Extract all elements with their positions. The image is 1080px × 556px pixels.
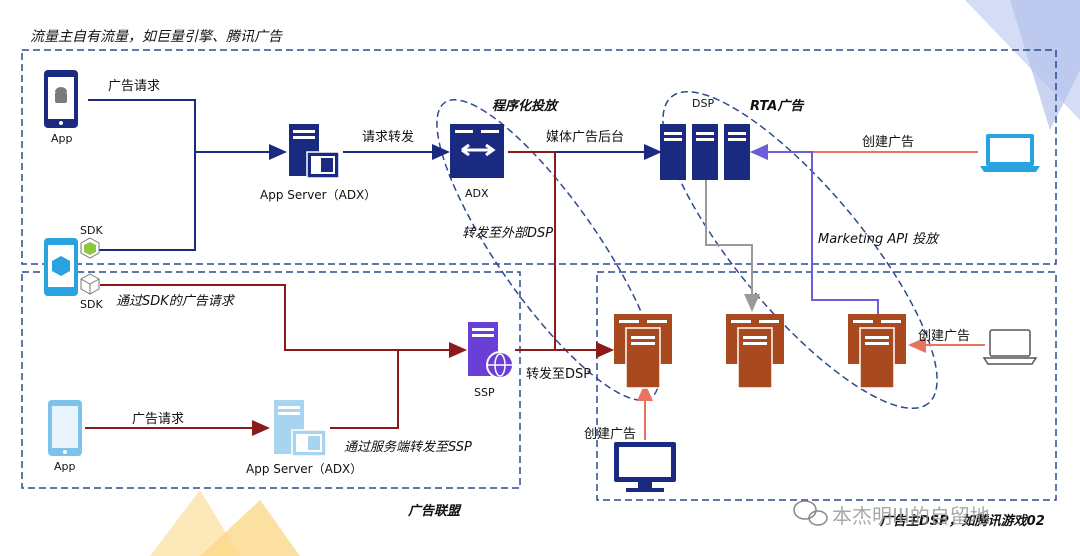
- edge-server-forward-ssp: 通过服务端转发至SSP: [344, 440, 472, 455]
- sdk-phone-icon: [44, 238, 78, 296]
- edge-via-sdk-request: 通过SDK的广告请求: [116, 294, 234, 309]
- sdk-cube-icon-top: [80, 237, 100, 259]
- ad-network-title: 广告联盟: [408, 504, 461, 519]
- adx-label: ADX: [465, 187, 489, 200]
- wechat-logo-icon: [793, 500, 828, 526]
- app-server-top-label: App Server（ADX）: [260, 188, 377, 202]
- adx-server-icon: [450, 124, 504, 178]
- app-top-label: App: [51, 132, 73, 145]
- ssp-label: SSP: [474, 386, 495, 399]
- dsp-server-icon: [660, 124, 750, 180]
- app-bottom-label: App: [54, 460, 76, 473]
- tablet-icon: [48, 400, 82, 456]
- edge-ad-request-top: 广告请求: [108, 79, 161, 94]
- app-server-icon-bottom: [274, 400, 327, 457]
- ad-network-box: [21, 271, 521, 489]
- edge-forward-external-dsp: 转发至外部DSP: [462, 226, 554, 241]
- advertiser-dsp-title: 广告主DSP，如腾讯游戏02: [880, 514, 1045, 529]
- monitor-icon: [614, 442, 676, 492]
- phone-icon: [44, 70, 78, 128]
- edge-forward-dsp: 转发至DSP: [526, 367, 592, 382]
- laptop-icon-top: [980, 134, 1040, 172]
- sdk-bottom-label: SDK: [80, 298, 103, 311]
- dsp-brown-server-icon-1: [614, 314, 672, 389]
- ssp-server-icon: [468, 322, 514, 379]
- top-region-box: [21, 49, 1057, 265]
- edge-request-forward: 请求转发: [362, 130, 415, 145]
- top-region-title: 流量主自有流量，如巨量引擎、腾讯广告: [30, 29, 282, 45]
- dsp-brown-server-icon-3: [848, 314, 906, 389]
- laptop-icon-right: [982, 329, 1038, 365]
- sdk-top-label: SDK: [80, 224, 103, 237]
- rta-label: RTA广告: [750, 99, 804, 114]
- edge-ad-request-bottom: 广告请求: [132, 412, 185, 427]
- sdk-cube-icon-bottom: [80, 273, 100, 295]
- app-server-bottom-label: App Server（ADX）: [246, 462, 363, 476]
- app-server-icon-top: [289, 124, 340, 179]
- edge-media-ad-backend: 媒体广告后台: [546, 130, 625, 145]
- edge-create-ad-right: 创建广告: [918, 329, 971, 344]
- dsp-label: DSP: [692, 97, 715, 110]
- dsp-brown-server-icon-2: [726, 314, 784, 389]
- watermark-text: 本杰明III的自留地: [832, 504, 990, 528]
- edge-marketing-api: Marketing API 投放: [818, 232, 939, 247]
- advertiser-dsp-box: [596, 271, 1057, 501]
- programmatic-label: 程序化投放: [492, 99, 558, 114]
- rta-oval: [662, 90, 938, 410]
- edge-create-ad-top: 创建广告: [862, 135, 915, 150]
- edge-create-ad-bottom: 创建广告: [584, 427, 637, 442]
